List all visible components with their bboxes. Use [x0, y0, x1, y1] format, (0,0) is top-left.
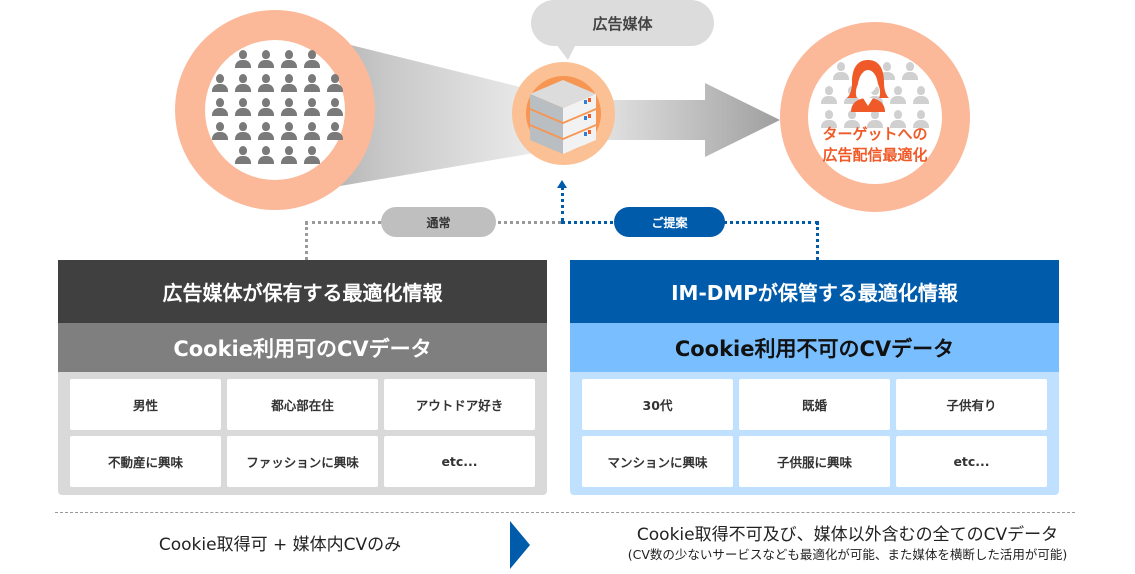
person-icon	[211, 74, 228, 92]
person-icon	[234, 122, 251, 140]
chevron-right-icon	[510, 521, 530, 569]
media-info-panel: 広告媒体が保有する最適化情報 Cookie利用可のCVデータ 男性 都心部在住 …	[58, 260, 547, 495]
person-icon	[280, 74, 297, 92]
server-icon	[530, 80, 596, 154]
media-info-grid: 男性 都心部在住 アウトドア好き 不動産に興味 ファッションに興味 etc...	[58, 372, 547, 495]
media-info-item: 都心部在住	[227, 379, 378, 430]
target-label-line1: ターゲットへの	[822, 125, 928, 143]
person-icon	[326, 74, 343, 92]
person-icon	[890, 110, 906, 128]
person-icon	[257, 122, 274, 140]
imdmp-info-grid: 30代 既婚 子供有り マンションに興味 子供服に興味 etc...	[570, 372, 1059, 495]
proposed-scope-text: Cookie取得不可及び、媒体以外含むの全てのCVデータ	[636, 525, 1059, 545]
person-icon	[890, 86, 906, 104]
media-info-item: 不動産に興味	[70, 436, 221, 487]
person-icon	[211, 122, 228, 140]
media-info-item: 男性	[70, 379, 221, 430]
imdmp-info-item: 子供服に興味	[739, 436, 890, 487]
arrow-shaft	[560, 83, 780, 157]
person-icon	[257, 50, 274, 68]
person-icon	[326, 98, 343, 116]
person-icon	[280, 146, 297, 164]
proposed-scope: Cookie取得不可及び、媒体以外含むの全てのCVデータ (CV数の少ないサービ…	[560, 524, 1135, 564]
person-icon	[234, 146, 251, 164]
imdmp-info-item: 30代	[582, 379, 733, 430]
person-icon	[257, 74, 274, 92]
person-icon	[913, 86, 929, 104]
person-icon	[234, 74, 251, 92]
person-icon	[234, 98, 251, 116]
person-icon	[303, 122, 320, 140]
section-divider	[55, 512, 1075, 513]
proposed-scope-note: (CV数の少ないサービスなども最適化が可能、また媒体を横断した活用が可能)	[627, 547, 1068, 562]
media-info-subtitle: Cookie利用可のCVデータ	[58, 323, 547, 372]
target-label-line2: 広告配信最適化	[822, 146, 928, 164]
imdmp-info-item: 子供有り	[896, 379, 1047, 430]
imdmp-info-subtitle: Cookie利用不可のCVデータ	[570, 323, 1059, 372]
person-icon	[901, 62, 918, 80]
media-bubble-tail	[556, 44, 576, 60]
target-person-icon	[847, 60, 889, 112]
normal-pill: 通常	[381, 207, 496, 237]
person-icon	[303, 74, 320, 92]
person-icon	[234, 50, 251, 68]
connector-right-vertical	[816, 222, 819, 260]
person-icon	[867, 110, 883, 128]
connector-up-line	[561, 186, 564, 222]
person-icon	[326, 122, 343, 140]
media-bubble: 広告媒体	[531, 0, 714, 46]
current-scope-text: Cookie取得可 + 媒体内CVのみ	[158, 535, 402, 555]
proposal-pill: ご提案	[614, 207, 725, 237]
person-icon	[303, 98, 320, 116]
person-icon	[303, 50, 320, 68]
person-icon	[878, 62, 895, 80]
person-icon	[280, 122, 297, 140]
imdmp-info-panel: IM-DMPが保管する最適化情報 Cookie利用不可のCVデータ 30代 既婚…	[570, 260, 1059, 495]
audience-crowd	[207, 50, 347, 164]
person-icon	[257, 146, 274, 164]
person-icon	[257, 98, 274, 116]
person-icon	[211, 98, 228, 116]
imdmp-info-item: etc...	[896, 436, 1047, 487]
imdmp-info-item: 既婚	[739, 379, 890, 430]
media-info-item: アウトドア好き	[384, 379, 535, 430]
media-bubble-label: 広告媒体	[592, 14, 653, 33]
person-icon	[821, 110, 837, 128]
person-icon	[844, 110, 860, 128]
person-icon	[303, 146, 320, 164]
target-label: ターゲットへの 広告配信最適化	[800, 124, 950, 166]
proposal-pill-label: ご提案	[651, 215, 688, 230]
person-icon	[280, 98, 297, 116]
media-info-item: etc...	[384, 436, 535, 487]
person-icon	[821, 86, 837, 104]
imdmp-info-item: マンションに興味	[582, 436, 733, 487]
person-icon	[280, 50, 297, 68]
media-info-title: 広告媒体が保有する最適化情報	[58, 260, 547, 323]
connector-left-vertical	[305, 222, 308, 260]
person-icon	[913, 110, 929, 128]
media-info-item: ファッションに興味	[227, 436, 378, 487]
imdmp-info-title: IM-DMPが保管する最適化情報	[570, 260, 1059, 323]
normal-pill-label: 通常	[426, 215, 451, 230]
person-icon	[832, 62, 849, 80]
connector-up-arrowhead	[557, 180, 567, 188]
